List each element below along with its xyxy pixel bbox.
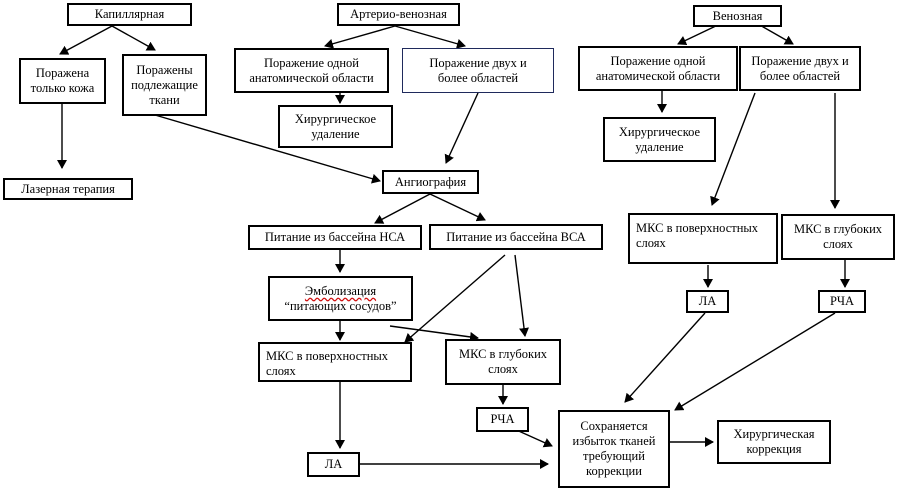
- arrow-venous-to-one: [677, 23, 721, 46]
- node-av-surgical-removal: Хирургическое удаление: [278, 105, 393, 148]
- arrow-capillary-to-skin: [59, 25, 113, 55]
- arrow-embol-to-mksdeep: [389, 325, 479, 342]
- arrow-capillary-to-underlying: [111, 25, 156, 51]
- arrow-underlying-to-angio: [154, 114, 381, 184]
- node-v-la: ЛА: [686, 290, 729, 313]
- arrow-vsa-to-mkssup: [404, 254, 506, 343]
- node-excess-tissue: Сохраняется избыток тканей требующий кор…: [558, 410, 670, 488]
- node-av-two-areas: Поражение двух и более областей: [402, 48, 554, 93]
- node-v-mks-superficial: МКС в поверхностных слоях: [628, 213, 778, 264]
- node-v-two-areas: Поражение двух и более областей: [739, 46, 861, 91]
- arrow-av-to-two: [394, 25, 466, 49]
- node-angiography: Ангиография: [382, 170, 479, 194]
- node-v-mks-deep: МКС в глубоких слоях: [781, 214, 895, 260]
- node-embolization: Эмболизация “питающих сосудов”: [268, 276, 413, 321]
- node-mks-superficial: МКС в поверхностных слоях: [258, 342, 412, 382]
- arrow-vtwo-to-vmkssup: [710, 92, 756, 206]
- arrow-vla-to-excess: [624, 312, 706, 403]
- arrow-angio-to-nsa: [374, 193, 431, 224]
- node-arterio-venous: Артерио-венозная: [337, 3, 460, 26]
- node-nsa-supply: Питание из бассейна НСА: [248, 225, 422, 250]
- embolization-subtitle: “питающих сосудов”: [284, 298, 397, 313]
- node-v-rcha: РЧА: [818, 290, 866, 313]
- node-v-one-area: Поражение одной анатомической области: [578, 46, 738, 91]
- node-av-one-area: Поражение одной анатомической области: [234, 48, 389, 93]
- node-skin-only: Поражена только кожа: [19, 58, 106, 104]
- node-capillary: Капиллярная: [67, 3, 192, 26]
- node-laser-therapy: Лазерная терапия: [3, 178, 133, 200]
- node-la: ЛА: [307, 452, 360, 477]
- arrow-av-to-one: [324, 25, 396, 49]
- node-surgical-correction: Хирургическая коррекция: [717, 420, 831, 464]
- node-rcha: РЧА: [476, 407, 529, 432]
- node-vsa-supply: Питание из бассейна ВСА: [429, 224, 603, 250]
- node-v-surgical-removal: Хирургическое удаление: [603, 117, 716, 162]
- arrow-venous-to-two: [757, 23, 794, 45]
- node-underlying-tissues: Поражены подлежащие ткани: [122, 54, 207, 116]
- arrow-vsa-to-mksdeep: [514, 254, 529, 337]
- arrow-angio-to-vsa: [429, 193, 486, 222]
- embolization-title: Эмболизация: [304, 283, 377, 298]
- node-mks-deep: МКС в глубоких слоях: [445, 339, 561, 385]
- arrow-vrcha-to-excess: [674, 312, 836, 411]
- node-venous: Венозная: [693, 5, 782, 27]
- arrow-avtwo-to-angio: [444, 92, 479, 164]
